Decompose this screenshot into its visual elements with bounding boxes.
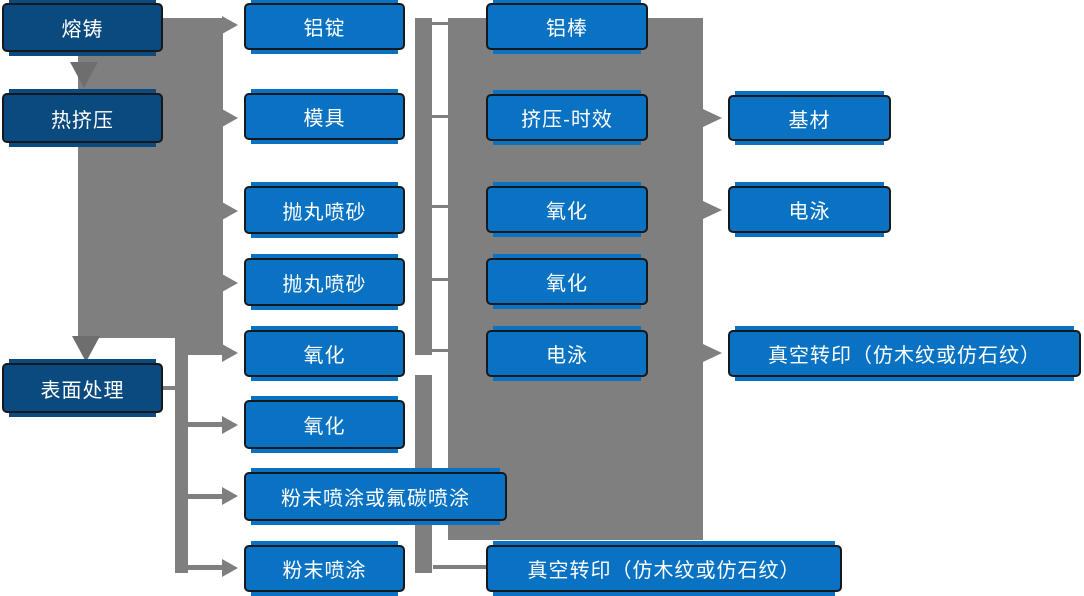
- node-vacuum-transfer-c3: 真空转印（仿木纹或仿石纹）: [486, 545, 842, 592]
- connector-stub-r1: [432, 22, 448, 25]
- node-extrusion-aging: 挤压-时效: [486, 94, 648, 141]
- connector-shaft-row6: [188, 422, 222, 427]
- right-arrowhead-ingot: [222, 16, 238, 34]
- node-electrophoresis-c4: 电泳: [728, 186, 891, 233]
- node-powder-or-fluorocarbon-coating: 粉末喷涂或氟碳喷涂: [244, 472, 507, 521]
- connector-shaft-row5: [188, 350, 222, 355]
- node-mold: 模具: [244, 93, 405, 140]
- node-powder-coating: 粉末喷涂: [244, 545, 405, 592]
- right-arrowhead-powder-fluoro: [222, 487, 238, 505]
- right-arrowhead-blast2: [222, 274, 238, 292]
- connector-bus-middle-upper: [415, 18, 432, 355]
- connector-stub-r4: [432, 278, 448, 281]
- node-surface-treatment: 表面处理: [2, 363, 163, 413]
- connector-bus-surface: [175, 338, 188, 573]
- node-shot-blasting-1: 抛丸喷砂: [244, 186, 405, 234]
- right-arrowhead-oxide1: [222, 344, 238, 362]
- right-arrowhead-blast1: [222, 202, 238, 220]
- right-arrowhead-edp: [703, 201, 722, 219]
- node-vacuum-transfer-c4: 真空转印（仿木纹或仿石纹）: [728, 330, 1081, 377]
- node-oxidation-c3-1: 氧化: [486, 186, 648, 233]
- node-oxidation-c2-2: 氧化: [244, 400, 405, 449]
- connector-stub-surface: [163, 386, 177, 390]
- node-aluminum-ingot: 铝锭: [244, 3, 405, 50]
- connector-stub-bottom: [433, 565, 486, 569]
- connector-stub-r2: [432, 115, 448, 118]
- right-arrowhead-vacuum: [703, 344, 722, 362]
- connector-shaft-row8: [188, 565, 222, 570]
- node-electrophoresis-c3: 电泳: [486, 330, 648, 377]
- right-arrowhead-powder: [222, 559, 238, 577]
- node-aluminum-rod: 铝棒: [486, 3, 648, 50]
- node-hot-extrusion: 热挤压: [2, 93, 163, 143]
- connector-shaft-row7: [188, 494, 222, 499]
- down-arrowhead-surface: [72, 336, 100, 362]
- node-shot-blasting-2: 抛丸喷砂: [244, 258, 405, 306]
- node-substrate: 基材: [728, 95, 891, 141]
- right-arrowhead-oxide2: [222, 416, 238, 434]
- node-oxidation-c2-1: 氧化: [244, 330, 405, 377]
- node-melting-casting: 熔铸: [2, 3, 163, 52]
- right-arrowhead-mold: [222, 109, 238, 127]
- connector-stub-r5: [432, 349, 448, 352]
- right-arrowhead-base: [703, 109, 722, 127]
- connector-band-left: [78, 18, 223, 338]
- node-oxidation-c3-2: 氧化: [486, 258, 648, 305]
- connector-stub-r3: [432, 205, 448, 208]
